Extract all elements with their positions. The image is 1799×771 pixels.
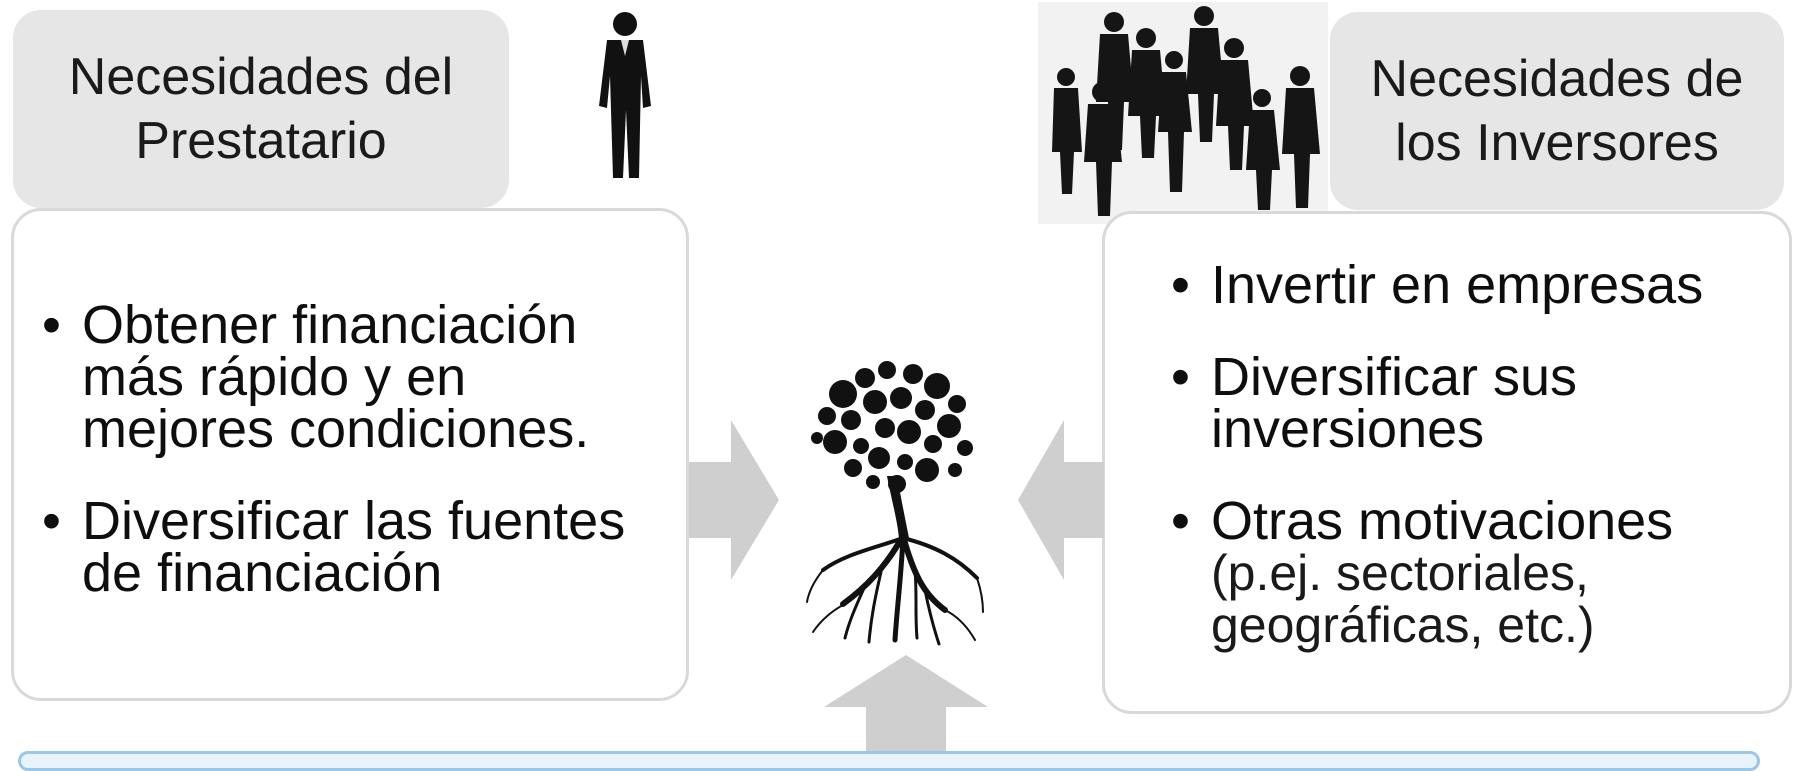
arrow-left-icon xyxy=(1018,420,1104,580)
investor-need-item: Diversificar sus inversiones xyxy=(1171,350,1771,456)
borrower-need-item: Diversificar las fuentes de financiación xyxy=(42,494,662,600)
investor-needs-list: Invertir en empresas Diversificar sus in… xyxy=(1171,258,1771,691)
borrower-need-item: Obtener financiación más rápido y en mej… xyxy=(42,298,662,456)
investor-header-line2-prefix: los xyxy=(1395,114,1477,172)
group-of-people-silhouette-icon xyxy=(1038,2,1328,224)
borrower-needs-box: Obtener financiación más rápido y en mej… xyxy=(11,208,689,701)
investor-needs-box: Invertir en empresas Diversificar sus in… xyxy=(1102,211,1792,714)
businessman-silhouette-icon xyxy=(599,12,651,178)
borrower-needs-list: Obtener financiación más rápido y en mej… xyxy=(42,298,662,639)
bottom-panel-edge xyxy=(18,751,1760,771)
arrow-up-icon xyxy=(824,655,988,756)
borrower-header-line2: Prestatario xyxy=(135,112,387,170)
borrower-header-line1: Necesidades del xyxy=(68,48,454,106)
investor-needs-header: Necesidades de los Inversores xyxy=(1330,12,1784,210)
investor-need-item: Otras motivaciones(p.ej. sectoriales, ge… xyxy=(1171,494,1771,653)
investor-need-subtext: (p.ej. sectoriales, geográficas, etc.) xyxy=(1211,545,1595,653)
arrow-right-icon xyxy=(689,420,779,580)
investor-header-line2-bold: Inversores xyxy=(1476,114,1719,172)
investor-need-item: Invertir en empresas xyxy=(1171,258,1771,312)
borrower-needs-header: Necesidades del Prestatario xyxy=(13,10,509,208)
investor-header-line1: Necesidades de xyxy=(1370,50,1744,108)
tree-with-roots-icon xyxy=(806,361,984,646)
